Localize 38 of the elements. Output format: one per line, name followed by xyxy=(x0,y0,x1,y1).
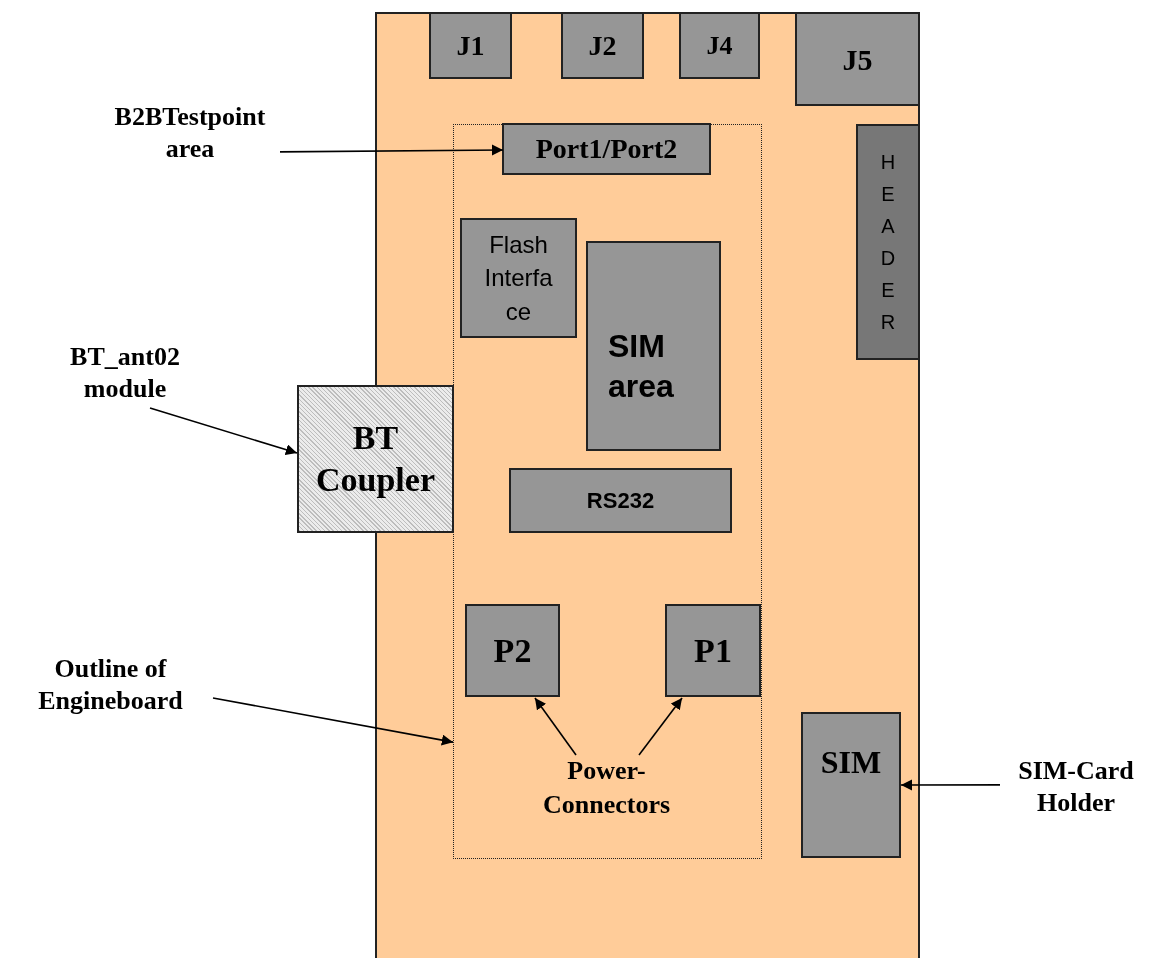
connector-label: J1 xyxy=(456,28,485,63)
arrow xyxy=(149,407,298,456)
engineboard-outline xyxy=(453,124,762,859)
connector-block xyxy=(679,12,760,79)
sim-area-block xyxy=(586,241,721,451)
connector-label: J4 xyxy=(706,30,733,62)
connector-label: P1 xyxy=(694,631,732,671)
callout-label: BT_ant02 module xyxy=(40,338,210,408)
flash-interface-block xyxy=(460,218,577,338)
arrow xyxy=(900,779,1001,791)
block-label: SIM xyxy=(820,743,882,782)
arrow xyxy=(534,697,577,756)
block-label: SIM area xyxy=(608,327,675,406)
arrow xyxy=(638,697,683,756)
connector-block xyxy=(429,12,512,79)
callout-label: Power- Connectors xyxy=(519,751,694,825)
callout-label: B2BTestpoint area xyxy=(100,98,280,168)
header-block xyxy=(856,124,920,360)
block-label: Flash Interface xyxy=(483,229,554,327)
rs232-block xyxy=(509,468,732,533)
header-label: HEADER xyxy=(879,150,897,335)
arrow xyxy=(212,697,454,746)
power-connector-block xyxy=(665,604,761,697)
block-label: BT Coupler xyxy=(315,417,436,500)
connector-block xyxy=(561,12,644,79)
coupler-block xyxy=(297,385,454,533)
callout-label: Outline of Engineboard xyxy=(8,650,213,720)
callout-label: SIM-Card Holder xyxy=(1000,752,1152,822)
arrow xyxy=(279,144,504,156)
block-label: RS232 xyxy=(586,487,655,515)
connector-label: J5 xyxy=(842,41,873,78)
connector-label: J2 xyxy=(588,28,617,63)
port-label: Port1/Port2 xyxy=(535,132,678,166)
connector-label: P2 xyxy=(493,631,532,671)
port-block xyxy=(502,123,711,175)
sim-holder-block xyxy=(801,712,901,858)
power-connector-block xyxy=(465,604,560,697)
connector-block xyxy=(795,12,920,106)
